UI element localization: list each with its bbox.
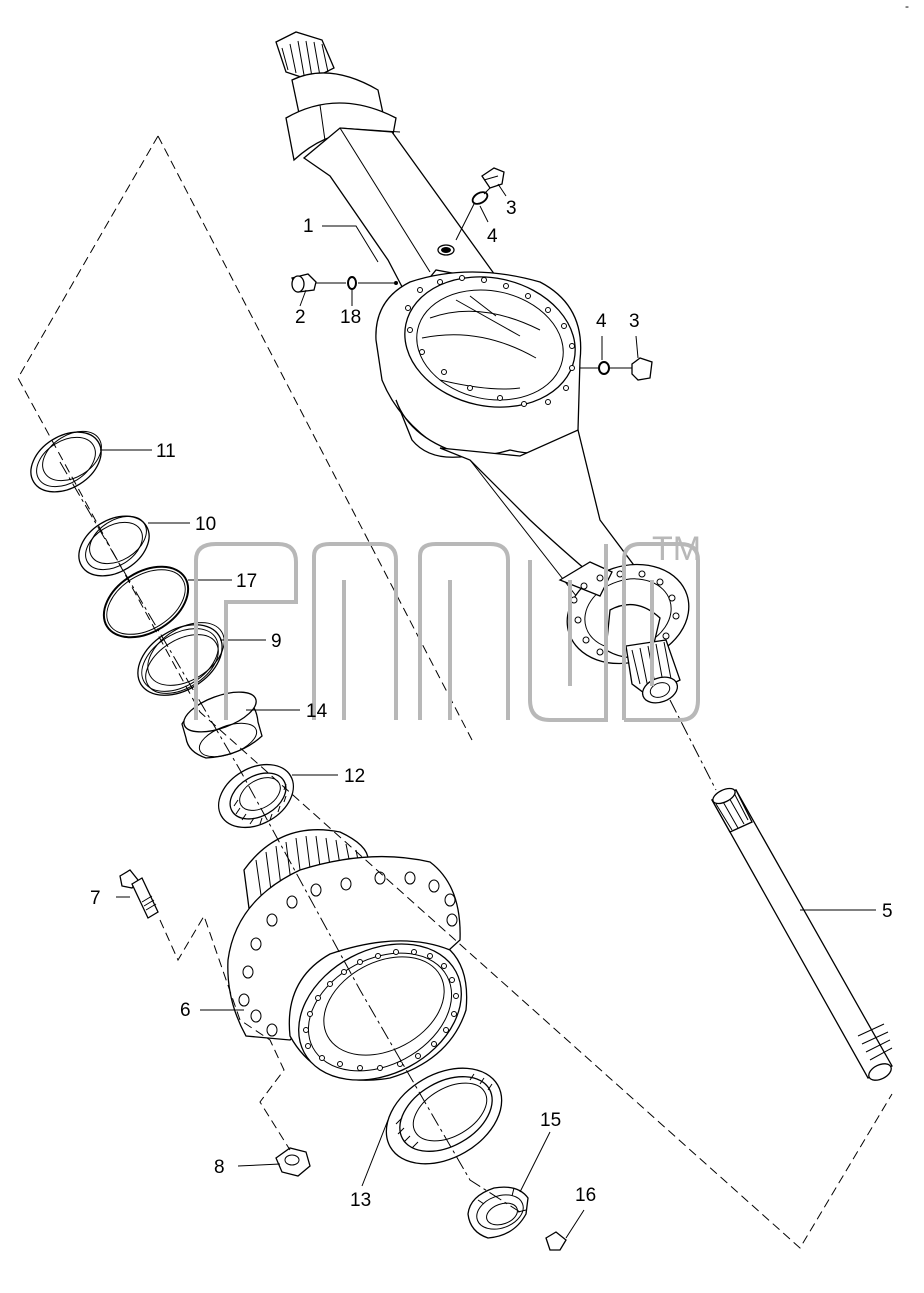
- axle-shaft: [669, 699, 893, 1081]
- axis-line-hub: [59, 461, 521, 1213]
- callout-5: 5: [882, 901, 893, 922]
- callout-16: 16: [575, 1185, 596, 1206]
- callout-7: 7: [90, 888, 101, 909]
- bearing-13: [385, 1067, 503, 1165]
- bearing-race-14: [181, 691, 263, 759]
- callout-18: 18: [340, 307, 361, 328]
- callout-3b: 3: [629, 311, 640, 332]
- side-plug: [580, 357, 653, 381]
- callout-4b: 4: [596, 311, 607, 332]
- callout-11: 11: [156, 441, 176, 462]
- callout-10: 10: [195, 514, 216, 535]
- assembly-line-left: [17, 135, 893, 1249]
- lock-screw: [545, 1231, 567, 1251]
- callout-1: 1: [303, 216, 314, 237]
- seal-ring: [347, 276, 357, 290]
- callout-13: 13: [350, 1190, 371, 1211]
- corner-mark: -: [905, 0, 909, 13]
- watermark-tm: TM: [652, 530, 701, 568]
- hub-nut: [467, 1186, 529, 1239]
- callout-9: 9: [271, 631, 282, 652]
- fill-plug: [455, 167, 505, 241]
- callout-2: 2: [295, 307, 306, 328]
- watermark-logo: TM: [194, 530, 701, 722]
- callout-17: 17: [236, 571, 257, 592]
- callout-3a: 3: [506, 198, 517, 219]
- callout-12: 12: [344, 766, 365, 787]
- plug: [291, 273, 317, 293]
- callout-8: 8: [214, 1157, 225, 1178]
- callout-15: 15: [540, 1110, 561, 1131]
- callout-14: 14: [306, 701, 328, 722]
- callout-6: 6: [180, 1000, 191, 1021]
- seal-9: [137, 622, 225, 696]
- wheel-bolt: [119, 869, 159, 919]
- wheel-hub: [227, 829, 468, 1081]
- seal-ring-10: [78, 515, 150, 577]
- leader-lines: [100, 183, 876, 1239]
- callout-4a: 4: [487, 226, 498, 247]
- bearing-12: [217, 763, 295, 829]
- o-ring-17: [102, 565, 190, 639]
- wheel-nut: [275, 1147, 311, 1177]
- seal-ring-11: [30, 430, 102, 493]
- callout-labels: 1 2 18 3 4 4 3 11 10 17 9 14 12 5 7 6 15…: [90, 198, 893, 1211]
